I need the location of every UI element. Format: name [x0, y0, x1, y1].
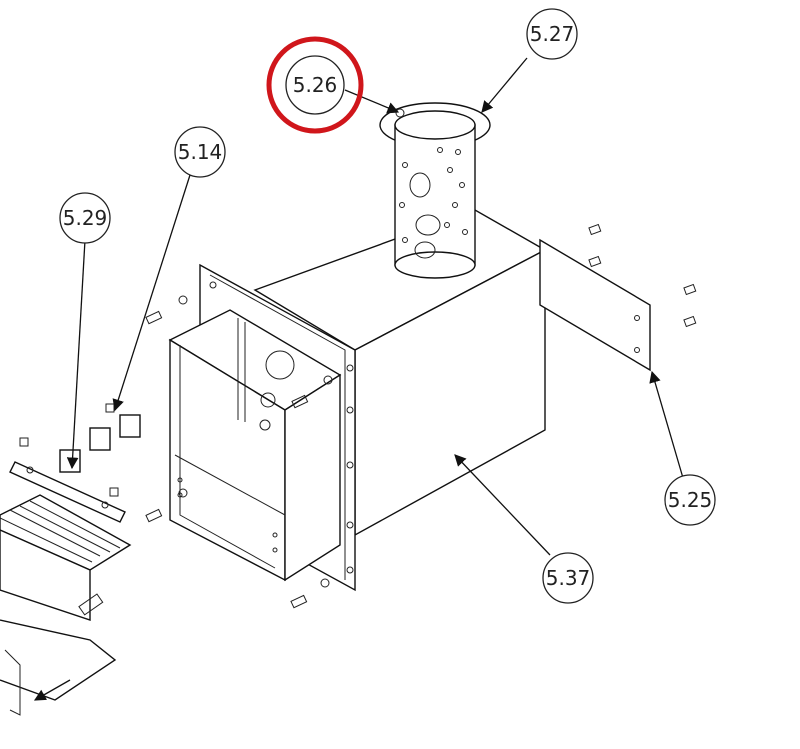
inner-frame: [168, 309, 342, 582]
callout-5-14: 5.14: [174, 126, 226, 178]
side-cover-plate: [539, 223, 697, 372]
callout-5-29: 5.29: [59, 192, 111, 244]
callout-label-5-14: 5.14: [178, 140, 223, 164]
relays: [59, 403, 141, 473]
burner-tube: [379, 102, 491, 279]
callout-label-5-29: 5.29: [63, 206, 108, 230]
callout-5-26: 5.26: [266, 36, 364, 134]
callout-label-5-26: 5.26: [293, 73, 338, 97]
callout-label-5-37: 5.37: [546, 566, 591, 590]
callout-5-37: 5.37: [542, 552, 594, 604]
leader-lines: [66, 57, 684, 556]
callout-5-27: 5.27: [526, 8, 578, 60]
callout-5-25: 5.25: [664, 474, 716, 526]
highlight-ring: [266, 36, 364, 134]
bracket-bar: [9, 437, 126, 523]
callout-label-5-25: 5.25: [668, 488, 713, 512]
callout-label-5-27: 5.27: [530, 22, 575, 46]
heatsink: [0, 494, 132, 716]
screws: [145, 295, 333, 609]
